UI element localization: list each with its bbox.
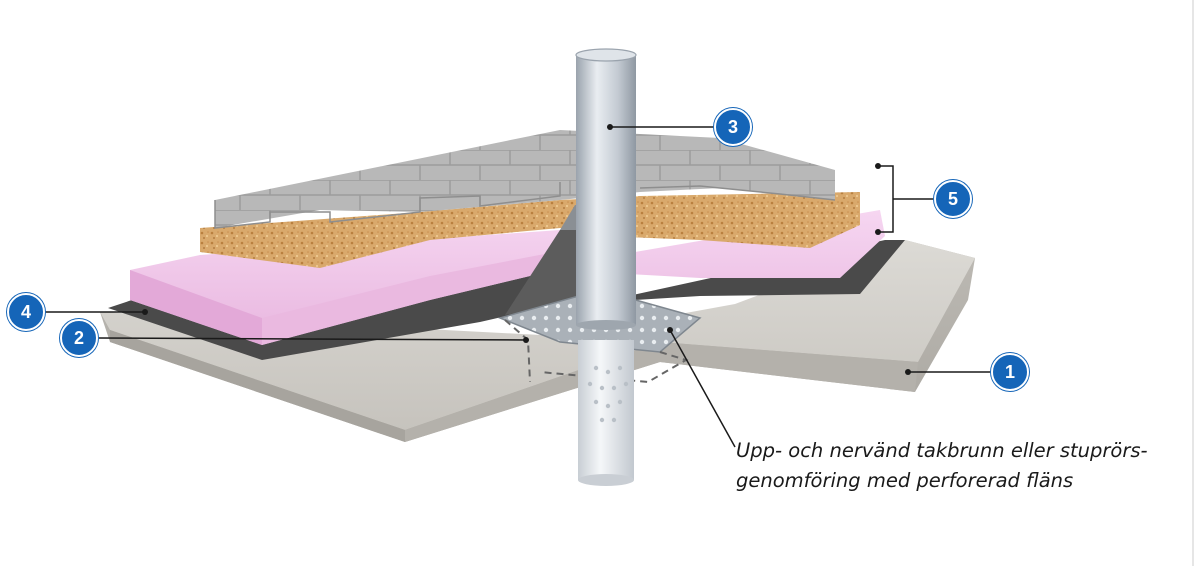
caption-line-1: Upp- och nervänd takbrunn eller stuprörs… [736, 439, 1148, 462]
upper-pipe [576, 55, 636, 325]
callout-5-badge: 5 [934, 180, 972, 218]
callout-1-badge: 1 [991, 353, 1029, 391]
right-edge-divider [1192, 0, 1194, 566]
drain-caption: Upp- och nervänd takbrunn eller stuprörs… [736, 436, 1176, 496]
callout-4-badge: 4 [7, 293, 45, 331]
callout-3-badge: 3 [714, 108, 752, 146]
caption-line-2: genomföring med perforerad fläns [736, 469, 1074, 492]
lower-pipe [578, 340, 634, 480]
callout-2-badge: 2 [60, 319, 98, 357]
